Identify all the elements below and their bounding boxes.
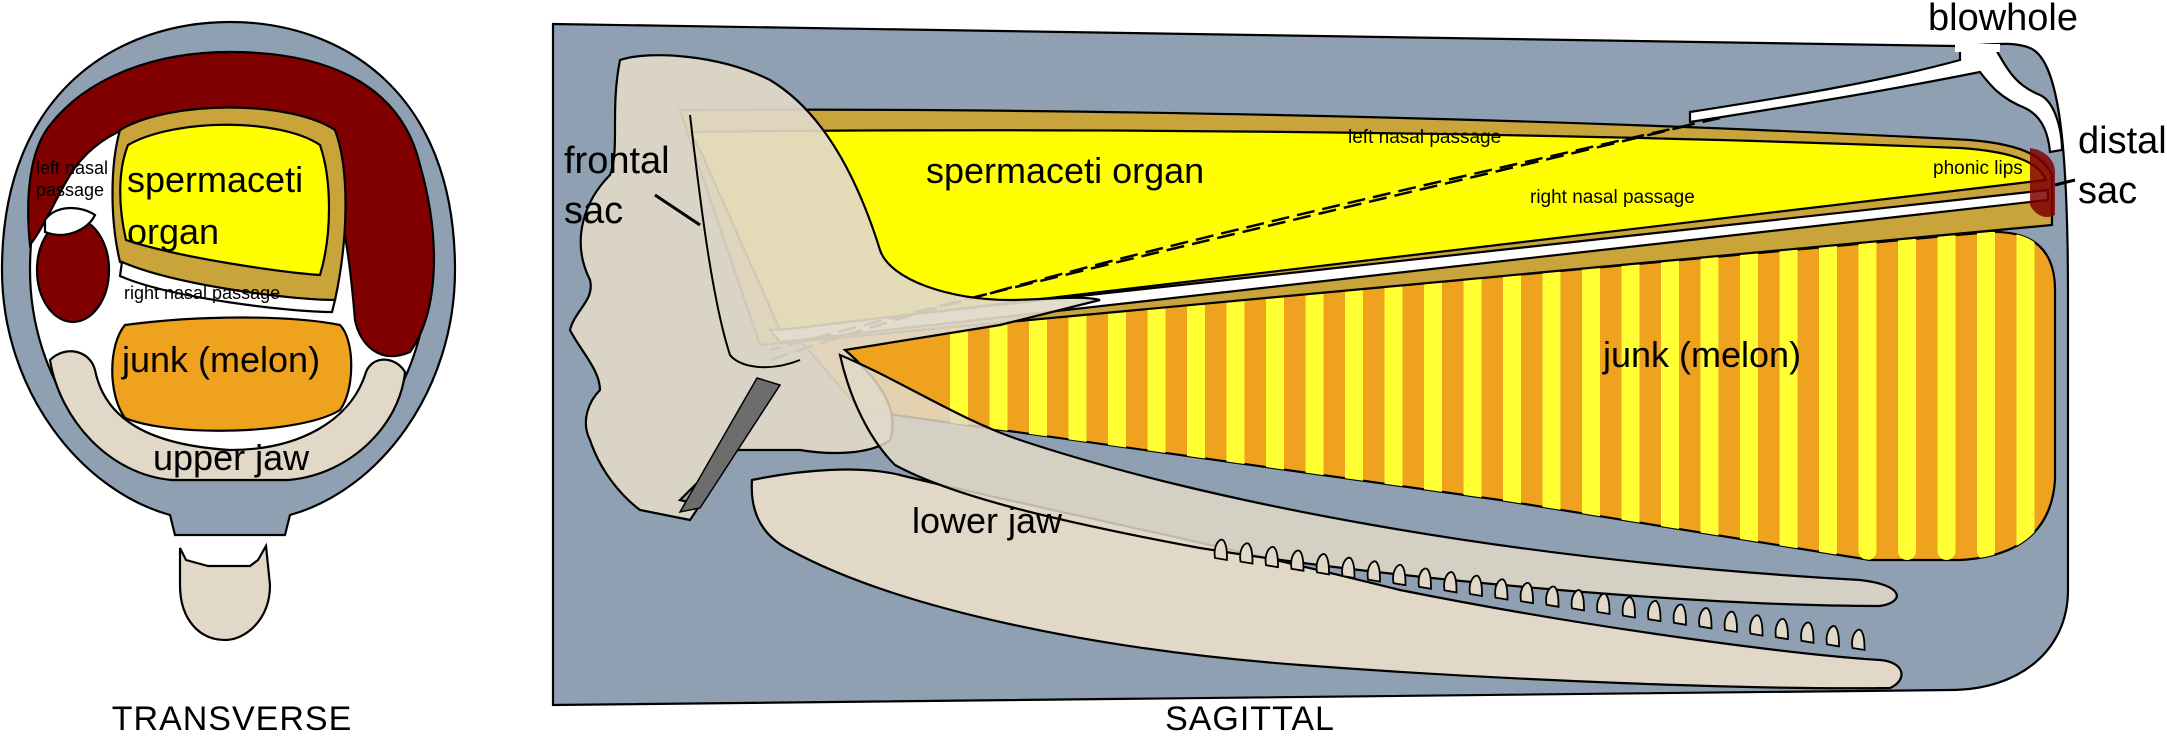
- tooth: [1290, 549, 1305, 572]
- sagittal-frontal-sac: [689, 114, 801, 369]
- junk-stripe: [1503, 231, 1521, 560]
- sagittal-label-spermaceti: spermaceti organ: [926, 150, 1204, 191]
- transverse-label-spermaceti-2: organ: [127, 211, 219, 252]
- tooth: [1341, 556, 1356, 580]
- sagittal-label-distal-2: sac: [2078, 170, 2137, 212]
- transverse-label-upper-jaw: upper jaw: [153, 437, 310, 478]
- tooth: [1417, 567, 1432, 590]
- lower-jaw-teeth: [1213, 538, 1866, 652]
- sagittal-section: blowhole distal sac frontal sac spermace…: [551, 0, 2167, 738]
- tooth: [1264, 546, 1279, 569]
- tooth: [1366, 560, 1381, 583]
- transverse-label-junk: junk (melon): [121, 339, 320, 380]
- junk-stripe: [1384, 231, 1403, 560]
- junk-stripe: [1898, 231, 1916, 560]
- tooth: [1545, 585, 1560, 608]
- junk-stripe: [1424, 231, 1442, 560]
- transverse-label-spermaceti-1: spermaceti: [127, 159, 303, 200]
- junk-stripe: [1582, 231, 1600, 560]
- sagittal-spermaceti-organ: [688, 129, 2048, 332]
- junk-stripe: [2016, 231, 2035, 560]
- tooth: [1443, 571, 1458, 594]
- tooth: [1621, 596, 1636, 619]
- junk-stripe: [1463, 231, 1482, 560]
- tooth: [1647, 600, 1662, 623]
- tooth: [1825, 625, 1840, 648]
- junk-stripe: [1937, 231, 1956, 560]
- junk-stripe: [1779, 231, 1798, 560]
- sagittal-phonic-lips: [2030, 148, 2055, 217]
- tooth: [1596, 592, 1611, 616]
- sagittal-label-lower-jaw: lower jaw: [912, 500, 1063, 541]
- sagittal-label-left-nasal: left nasal passage: [1348, 127, 1501, 148]
- tooth: [1774, 618, 1789, 641]
- transverse-left-nasal-passage: [43, 207, 97, 236]
- sagittal-upper-jaw: [838, 353, 1898, 608]
- tooth: [1800, 621, 1815, 644]
- sagittal-nasal-channel: [1688, 46, 2064, 154]
- sagittal-label-frontal-2: sac: [564, 190, 623, 232]
- junk-stripe: [1621, 231, 1640, 560]
- transverse-junk: [111, 316, 353, 432]
- sagittal-caption: SAGITTAL: [1165, 700, 1335, 738]
- tooth: [1239, 542, 1254, 565]
- tooth: [1315, 553, 1330, 576]
- junk-stripe: [1819, 231, 1837, 560]
- sagittal-blowhole-opening: [1955, 44, 2000, 52]
- transverse-spermaceti-organ: [119, 123, 331, 277]
- tooth: [1570, 589, 1585, 612]
- transverse-label-left-nasal-2: passage: [36, 180, 104, 200]
- tooth: [1392, 564, 1407, 587]
- junk-stripe: [1700, 231, 1719, 560]
- transverse-caption: TRANSVERSE: [112, 700, 353, 738]
- transverse-section: left nasal passage spermaceti organ righ…: [0, 20, 457, 738]
- sagittal-rostral-wedge: [678, 377, 782, 514]
- tooth: [1519, 582, 1534, 605]
- sagittal-label-distal-1: distal: [2078, 120, 2167, 162]
- transverse-lower-jaw-bone: [178, 542, 272, 642]
- transverse-label-right-nasal: right nasal passage: [124, 283, 280, 303]
- sagittal-label-frontal-1: frontal: [564, 140, 670, 182]
- transverse-right-nasal-passage: [118, 260, 337, 314]
- tooth: [1494, 578, 1509, 601]
- transverse-upper-jaw-bone: [48, 350, 407, 482]
- sagittal-skull: [568, 54, 1101, 522]
- tooth: [1672, 603, 1687, 626]
- sagittal-distal-sac-line: [2054, 178, 2076, 187]
- tooth: [1213, 538, 1228, 562]
- tooth: [1851, 628, 1866, 652]
- tooth: [1723, 610, 1738, 634]
- junk-stripe: [1542, 231, 1561, 560]
- sagittal-label-phonic-lips: phonic lips: [1933, 158, 2023, 179]
- sagittal-label-junk: junk (melon): [1602, 334, 1801, 375]
- junk-stripe: [1977, 231, 1995, 560]
- sagittal-frontal-sac-pointer: [654, 193, 701, 227]
- transverse-label-left-nasal-1: left nasal: [36, 158, 108, 178]
- tooth: [1698, 607, 1713, 630]
- junk-stripe: [1858, 231, 1877, 560]
- sagittal-label-blowhole: blowhole: [1928, 0, 2078, 39]
- sagittal-label-right-nasal: right nasal passage: [1530, 187, 1695, 208]
- junk-stripe: [1740, 231, 1758, 560]
- tooth: [1468, 574, 1483, 598]
- junk-stripe: [1661, 231, 1679, 560]
- tooth: [1749, 614, 1764, 637]
